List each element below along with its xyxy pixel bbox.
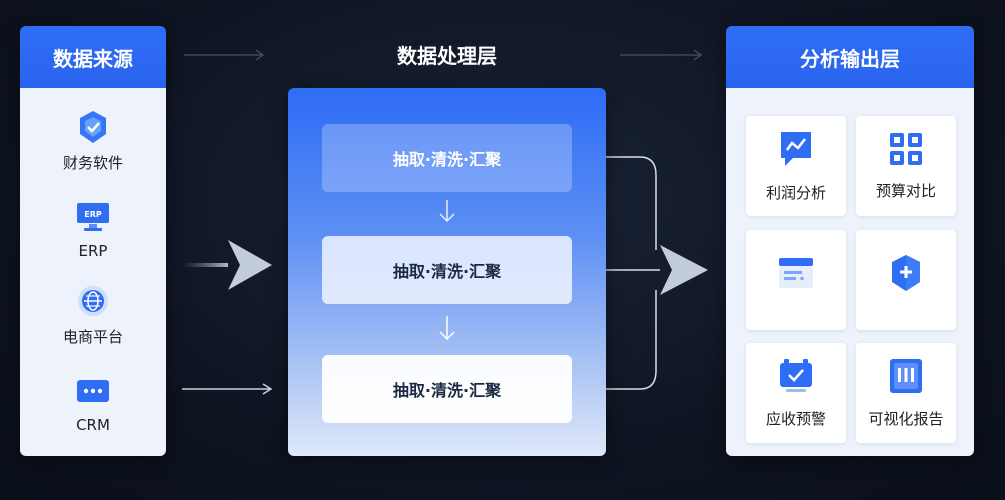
processing-layer-panel: 抽取·清洗·汇聚 抽取·清洗·汇聚 抽取·清洗·汇聚 xyxy=(288,88,606,456)
card-document[interactable] xyxy=(746,230,846,330)
down-arrow-icon xyxy=(439,316,455,341)
document-icon xyxy=(778,255,814,295)
card-receivable-alert[interactable]: 应收预警 xyxy=(746,343,846,443)
analysis-output-grid: 利润分析 预算对比 xyxy=(726,88,974,456)
source-label-erp: ERP xyxy=(78,242,108,260)
report-bars-icon xyxy=(889,358,923,398)
process-step-3[interactable]: 抽取·清洗·汇聚 xyxy=(322,355,572,423)
step-arrows xyxy=(439,200,455,341)
top-right-arrow xyxy=(620,49,703,61)
card-visual-report[interactable]: 可视化报告 xyxy=(856,343,956,443)
source-item-finance[interactable]: 财务软件 xyxy=(20,110,166,173)
data-source-panel: 数据来源 财务软件 ERP ERP xyxy=(20,26,166,456)
source-label-ecommerce: 电商平台 xyxy=(62,328,123,346)
card-profit-analysis[interactable]: 利润分析 xyxy=(746,116,846,216)
card-label-budget: 预算对比 xyxy=(875,181,936,200)
shield-plus-icon xyxy=(890,254,922,296)
erp-monitor-icon: ERP xyxy=(76,200,110,234)
source-item-erp[interactable]: ERP ERP xyxy=(20,200,166,260)
shield-check-icon xyxy=(76,110,110,144)
card-shield[interactable] xyxy=(856,230,956,330)
source-label-crm: CRM xyxy=(76,416,110,434)
card-budget-compare[interactable]: 预算对比 xyxy=(856,116,956,216)
source-item-ecommerce[interactable]: 电商平台 xyxy=(20,284,166,347)
erp-icon-text: ERP xyxy=(84,210,102,219)
globe-icon xyxy=(76,284,110,318)
card-label-profit: 利润分析 xyxy=(765,183,826,202)
analysis-output-title: 分析输出层 xyxy=(726,26,974,88)
analysis-output-panel: 分析输出层 利润分析 xyxy=(726,26,974,456)
data-source-list: 财务软件 ERP ERP xyxy=(20,88,166,456)
top-left-arrow xyxy=(184,49,265,61)
trend-chat-icon xyxy=(779,130,813,172)
process-step-1[interactable]: 抽取·清洗·汇聚 xyxy=(322,124,572,192)
big-input-arrow xyxy=(182,240,272,290)
card-label-receivable: 应收预警 xyxy=(765,409,826,428)
process-step-2[interactable]: 抽取·清洗·汇聚 xyxy=(322,236,572,304)
processing-layer-title: 数据处理层 xyxy=(397,44,497,68)
grid-icon xyxy=(889,132,923,170)
data-source-title: 数据来源 xyxy=(20,26,166,88)
source-label-finance: 财务软件 xyxy=(62,154,123,172)
source-item-crm[interactable]: CRM xyxy=(20,374,166,434)
card-label-report: 可视化报告 xyxy=(868,409,944,428)
big-output-arrow xyxy=(660,245,708,295)
alert-check-icon xyxy=(778,358,814,398)
chat-dots-icon xyxy=(76,374,110,408)
crm-input-arrow xyxy=(182,383,273,395)
down-arrow-icon xyxy=(439,200,455,223)
